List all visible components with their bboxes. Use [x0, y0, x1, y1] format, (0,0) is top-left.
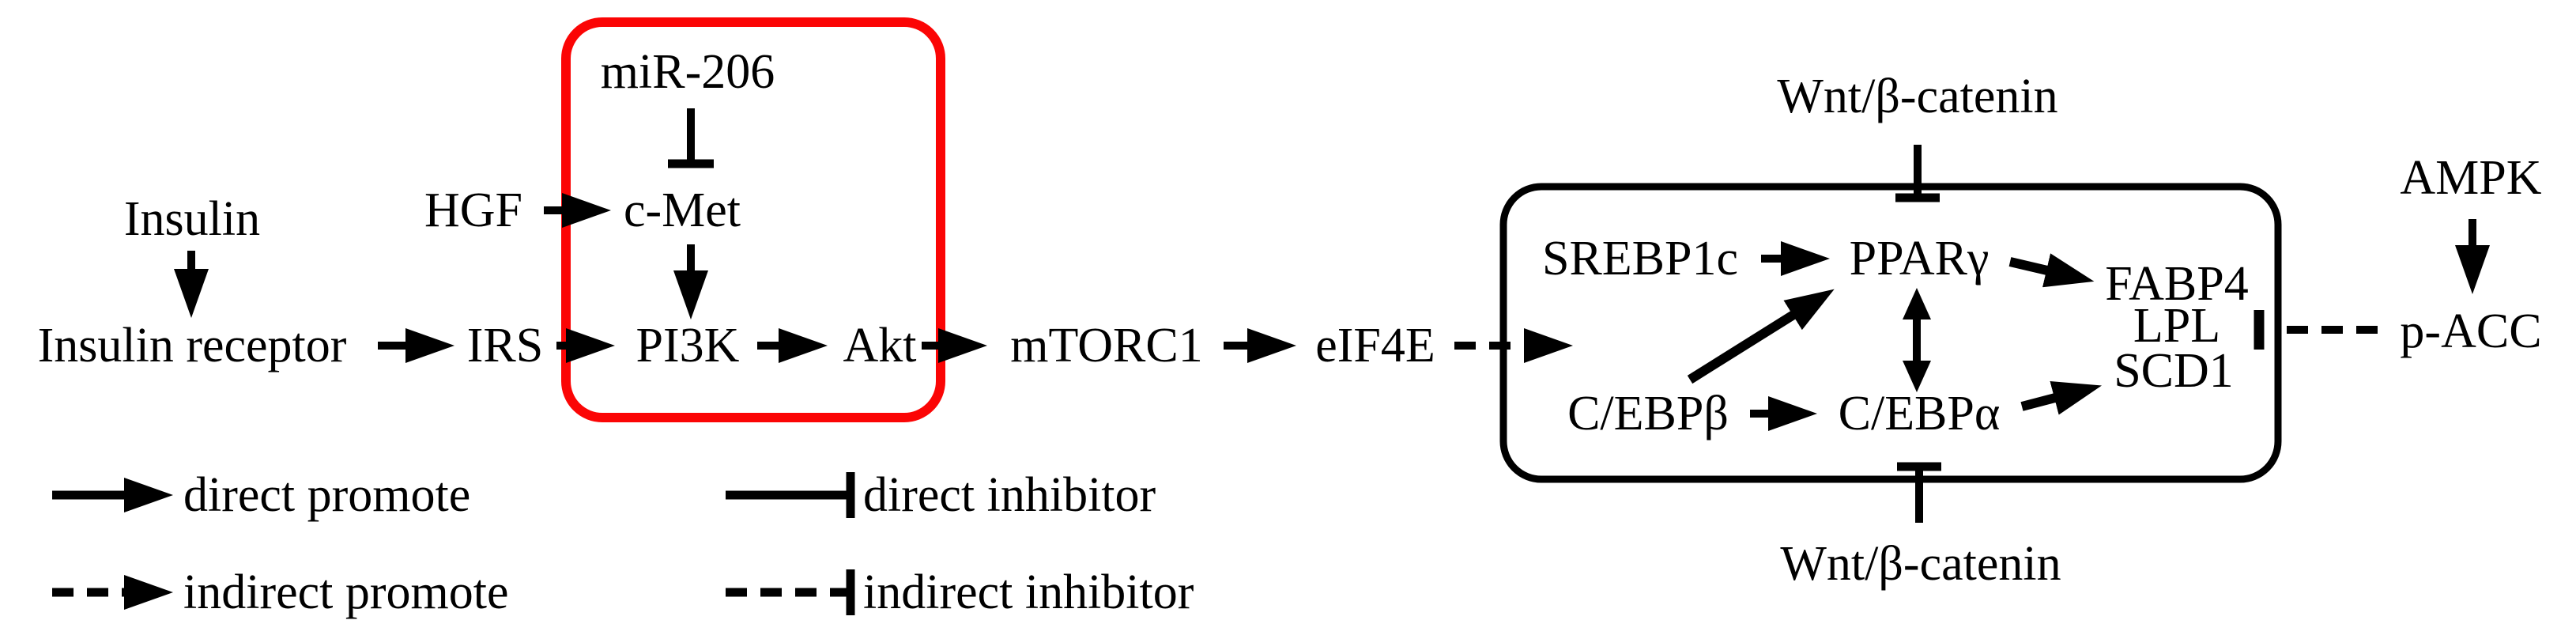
double-arrow-up-head — [1903, 288, 1931, 320]
node-mtorc1: mTORC1 — [1010, 319, 1202, 372]
node-hgf: HGF — [424, 183, 522, 237]
node-cmet: c-Met — [624, 183, 741, 237]
double-arrow-pparg-cebpa — [1903, 288, 1931, 392]
adipogenesis-box — [1499, 183, 2282, 483]
arrow-pparg-to-target-genes — [2008, 253, 2095, 288]
node-insulin: Insulin — [124, 192, 260, 246]
legend-direct-promote-label: direct promote — [183, 468, 470, 522]
node-wnt-bcatenin-bottom: Wnt/β-catenin — [1780, 537, 2061, 591]
node-mir206: miR-206 — [601, 45, 775, 99]
node-insulin-receptor: Insulin receptor — [38, 319, 347, 372]
node-cebpa: C/EBPα — [1839, 387, 2001, 440]
node-akt: Akt — [843, 319, 917, 372]
double-arrow-down-head — [1903, 361, 1931, 392]
node-fabp4: FABP4 — [2105, 257, 2249, 311]
arrow-cebpb-to-pparg — [1687, 289, 1835, 384]
node-ampk: AMPK — [2400, 151, 2541, 205]
legend-indirect-inhibitor-label: indirect inhibitor — [863, 565, 1194, 619]
node-pparg: PPARγ — [1850, 232, 1990, 285]
arrow-cebpa-to-target-genes — [2020, 380, 2103, 415]
node-cebpb: C/EBPβ — [1567, 387, 1729, 440]
node-pi3k: PI3K — [636, 319, 740, 372]
node-pacc: p-ACC — [2400, 304, 2541, 358]
node-irs: IRS — [467, 319, 543, 372]
node-srebp1c: SREBP1c — [1542, 232, 1738, 285]
legend-direct-inhibitor-label: direct inhibitor — [863, 468, 1156, 522]
node-scd1: SCD1 — [2114, 344, 2234, 398]
node-wnt-bcatenin-top: Wnt/β-catenin — [1777, 70, 2057, 123]
legend-indirect-promote-label: indirect promote — [183, 565, 508, 619]
node-lpl: LPL — [2133, 299, 2220, 353]
node-eif4e: eIF4E — [1315, 319, 1435, 372]
legend: direct promote direct inhibitor indirect… — [52, 468, 1194, 619]
